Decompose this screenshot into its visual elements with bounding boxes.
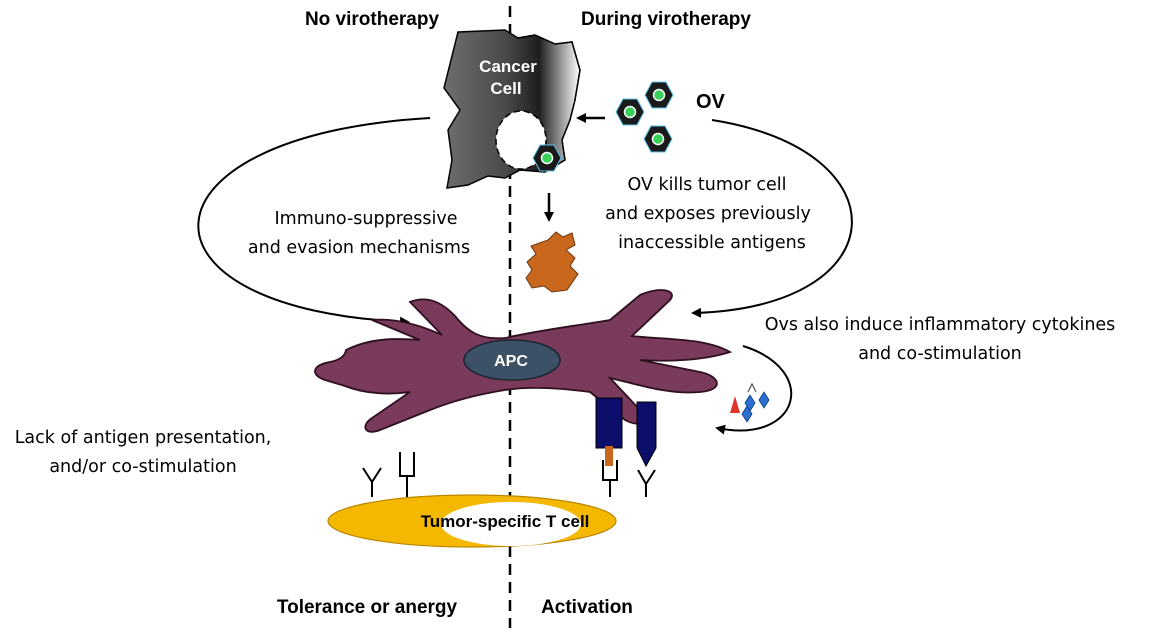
- cytokines-text: Ovs also induce inflammatory cytokines: [765, 315, 1116, 335]
- apc-cell: APC: [314, 289, 733, 433]
- apc-nucleus: [463, 339, 561, 381]
- virus-particle-in-cell: [532, 144, 562, 172]
- immunosuppressive-text-2: and evasion mechanisms: [248, 238, 470, 258]
- t-cell: Tumor-specific T cell: [327, 494, 617, 548]
- ov-kills-text-2: and exposes previously: [605, 204, 811, 224]
- cytokine-blue-2: [758, 391, 770, 409]
- arrow-ov-to-apc: [691, 119, 853, 318]
- footer-tolerance: Tolerance or anergy: [277, 597, 458, 618]
- cytokine-small-arrow: [747, 382, 757, 393]
- virus-particle-1: [615, 98, 645, 126]
- cancer-cell: Cancer Cell: [443, 29, 581, 189]
- mhc-antigen-peptide: [605, 446, 613, 466]
- tcr-receptor-left-u: [399, 452, 415, 497]
- costim-ligand: [636, 401, 657, 468]
- cancer-cell-nucleus: [495, 110, 547, 170]
- mhc-molecule: [595, 397, 623, 449]
- header-no-virotherapy: No virotherapy: [305, 9, 440, 30]
- apc-label: APC: [494, 353, 528, 370]
- virus-particle-3: [643, 125, 673, 153]
- cancer-cell-label: Cancer: [479, 57, 537, 76]
- immunosuppressive-text: Immuno-suppressive: [274, 209, 457, 229]
- header-during-virotherapy: During virotherapy: [581, 9, 751, 30]
- cytokine-red: [730, 396, 740, 413]
- t-cell-label: Tumor-specific T cell: [421, 512, 590, 531]
- footer-activation: Activation: [541, 597, 633, 618]
- arrow-immunosuppressive: [197, 117, 431, 327]
- ov-label: OV: [696, 91, 726, 113]
- tcr-receptor-right-y: [637, 469, 656, 497]
- tcr-receptor-right-u: [602, 460, 618, 497]
- arrow-cytokines: [715, 345, 793, 435]
- released-antigens: [525, 231, 579, 293]
- ov-kills-text-3: inaccessible antigens: [618, 233, 806, 253]
- ov-kills-text: OV kills tumor cell: [628, 175, 787, 195]
- cancer-cell-label-2: Cell: [490, 79, 521, 98]
- cytokine-blue-3: [741, 405, 753, 423]
- virus-particle-2: [644, 81, 674, 109]
- lack-presentation-text: Lack of antigen presentation,: [15, 428, 272, 448]
- tcr-receptor-left-y: [362, 467, 382, 497]
- lack-presentation-text-2: and/or co-stimulation: [49, 457, 236, 477]
- cytokines-text-2: and co-stimulation: [858, 344, 1022, 364]
